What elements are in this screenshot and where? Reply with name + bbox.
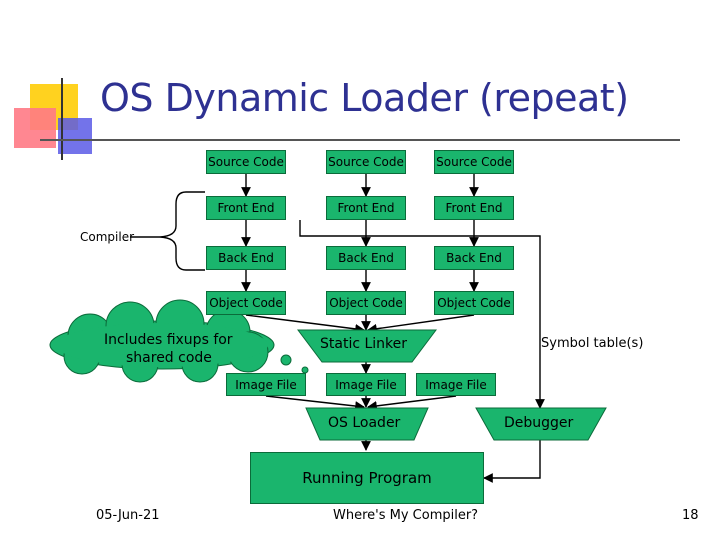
os-loader-label: OS Loader xyxy=(328,415,401,431)
os-loader-shape xyxy=(305,407,429,441)
cloud-text-line2: shared code xyxy=(126,350,212,366)
symbol-tables-label: Symbol table(s) xyxy=(541,336,644,351)
static-linker-shape xyxy=(297,329,437,363)
page-title: OS Dynamic Loader (repeat) xyxy=(100,76,629,120)
cloud-text-line1: Includes fixups for xyxy=(104,332,233,348)
source-code-box-1: Source Code xyxy=(206,150,286,174)
deco-vertical-line xyxy=(61,78,63,160)
front-end-box-1: Front End xyxy=(206,196,286,220)
footer-page-number: 18 xyxy=(682,508,699,523)
compiler-label: Compiler xyxy=(80,230,135,244)
image-file-box-2: Image File xyxy=(326,373,406,396)
front-end-box-3: Front End xyxy=(434,196,514,220)
back-end-box-1: Back End xyxy=(206,246,286,270)
object-code-box-2: Object Code xyxy=(326,291,406,315)
deco-red-square xyxy=(14,108,56,148)
object-code-box-1: Object Code xyxy=(206,291,286,315)
back-end-box-3: Back End xyxy=(434,246,514,270)
running-program-box: Running Program xyxy=(250,452,484,504)
debugger-shape xyxy=(475,407,607,441)
image-file-box-3: Image File xyxy=(416,373,496,396)
source-code-box-3: Source Code xyxy=(434,150,514,174)
source-code-box-2: Source Code xyxy=(326,150,406,174)
object-code-box-3: Object Code xyxy=(434,291,514,315)
debugger-label: Debugger xyxy=(504,415,574,431)
deco-blue-square xyxy=(58,118,92,154)
fixups-cloud-shape xyxy=(49,299,309,383)
deco-title-underline xyxy=(40,139,680,141)
front-end-box-2: Front End xyxy=(326,196,406,220)
footer-date: 05-Jun-21 xyxy=(96,508,160,523)
image-file-box-1: Image File xyxy=(226,373,306,396)
static-linker-label: Static Linker xyxy=(320,336,408,352)
back-end-box-2: Back End xyxy=(326,246,406,270)
footer-center: Where's My Compiler? xyxy=(333,508,479,523)
